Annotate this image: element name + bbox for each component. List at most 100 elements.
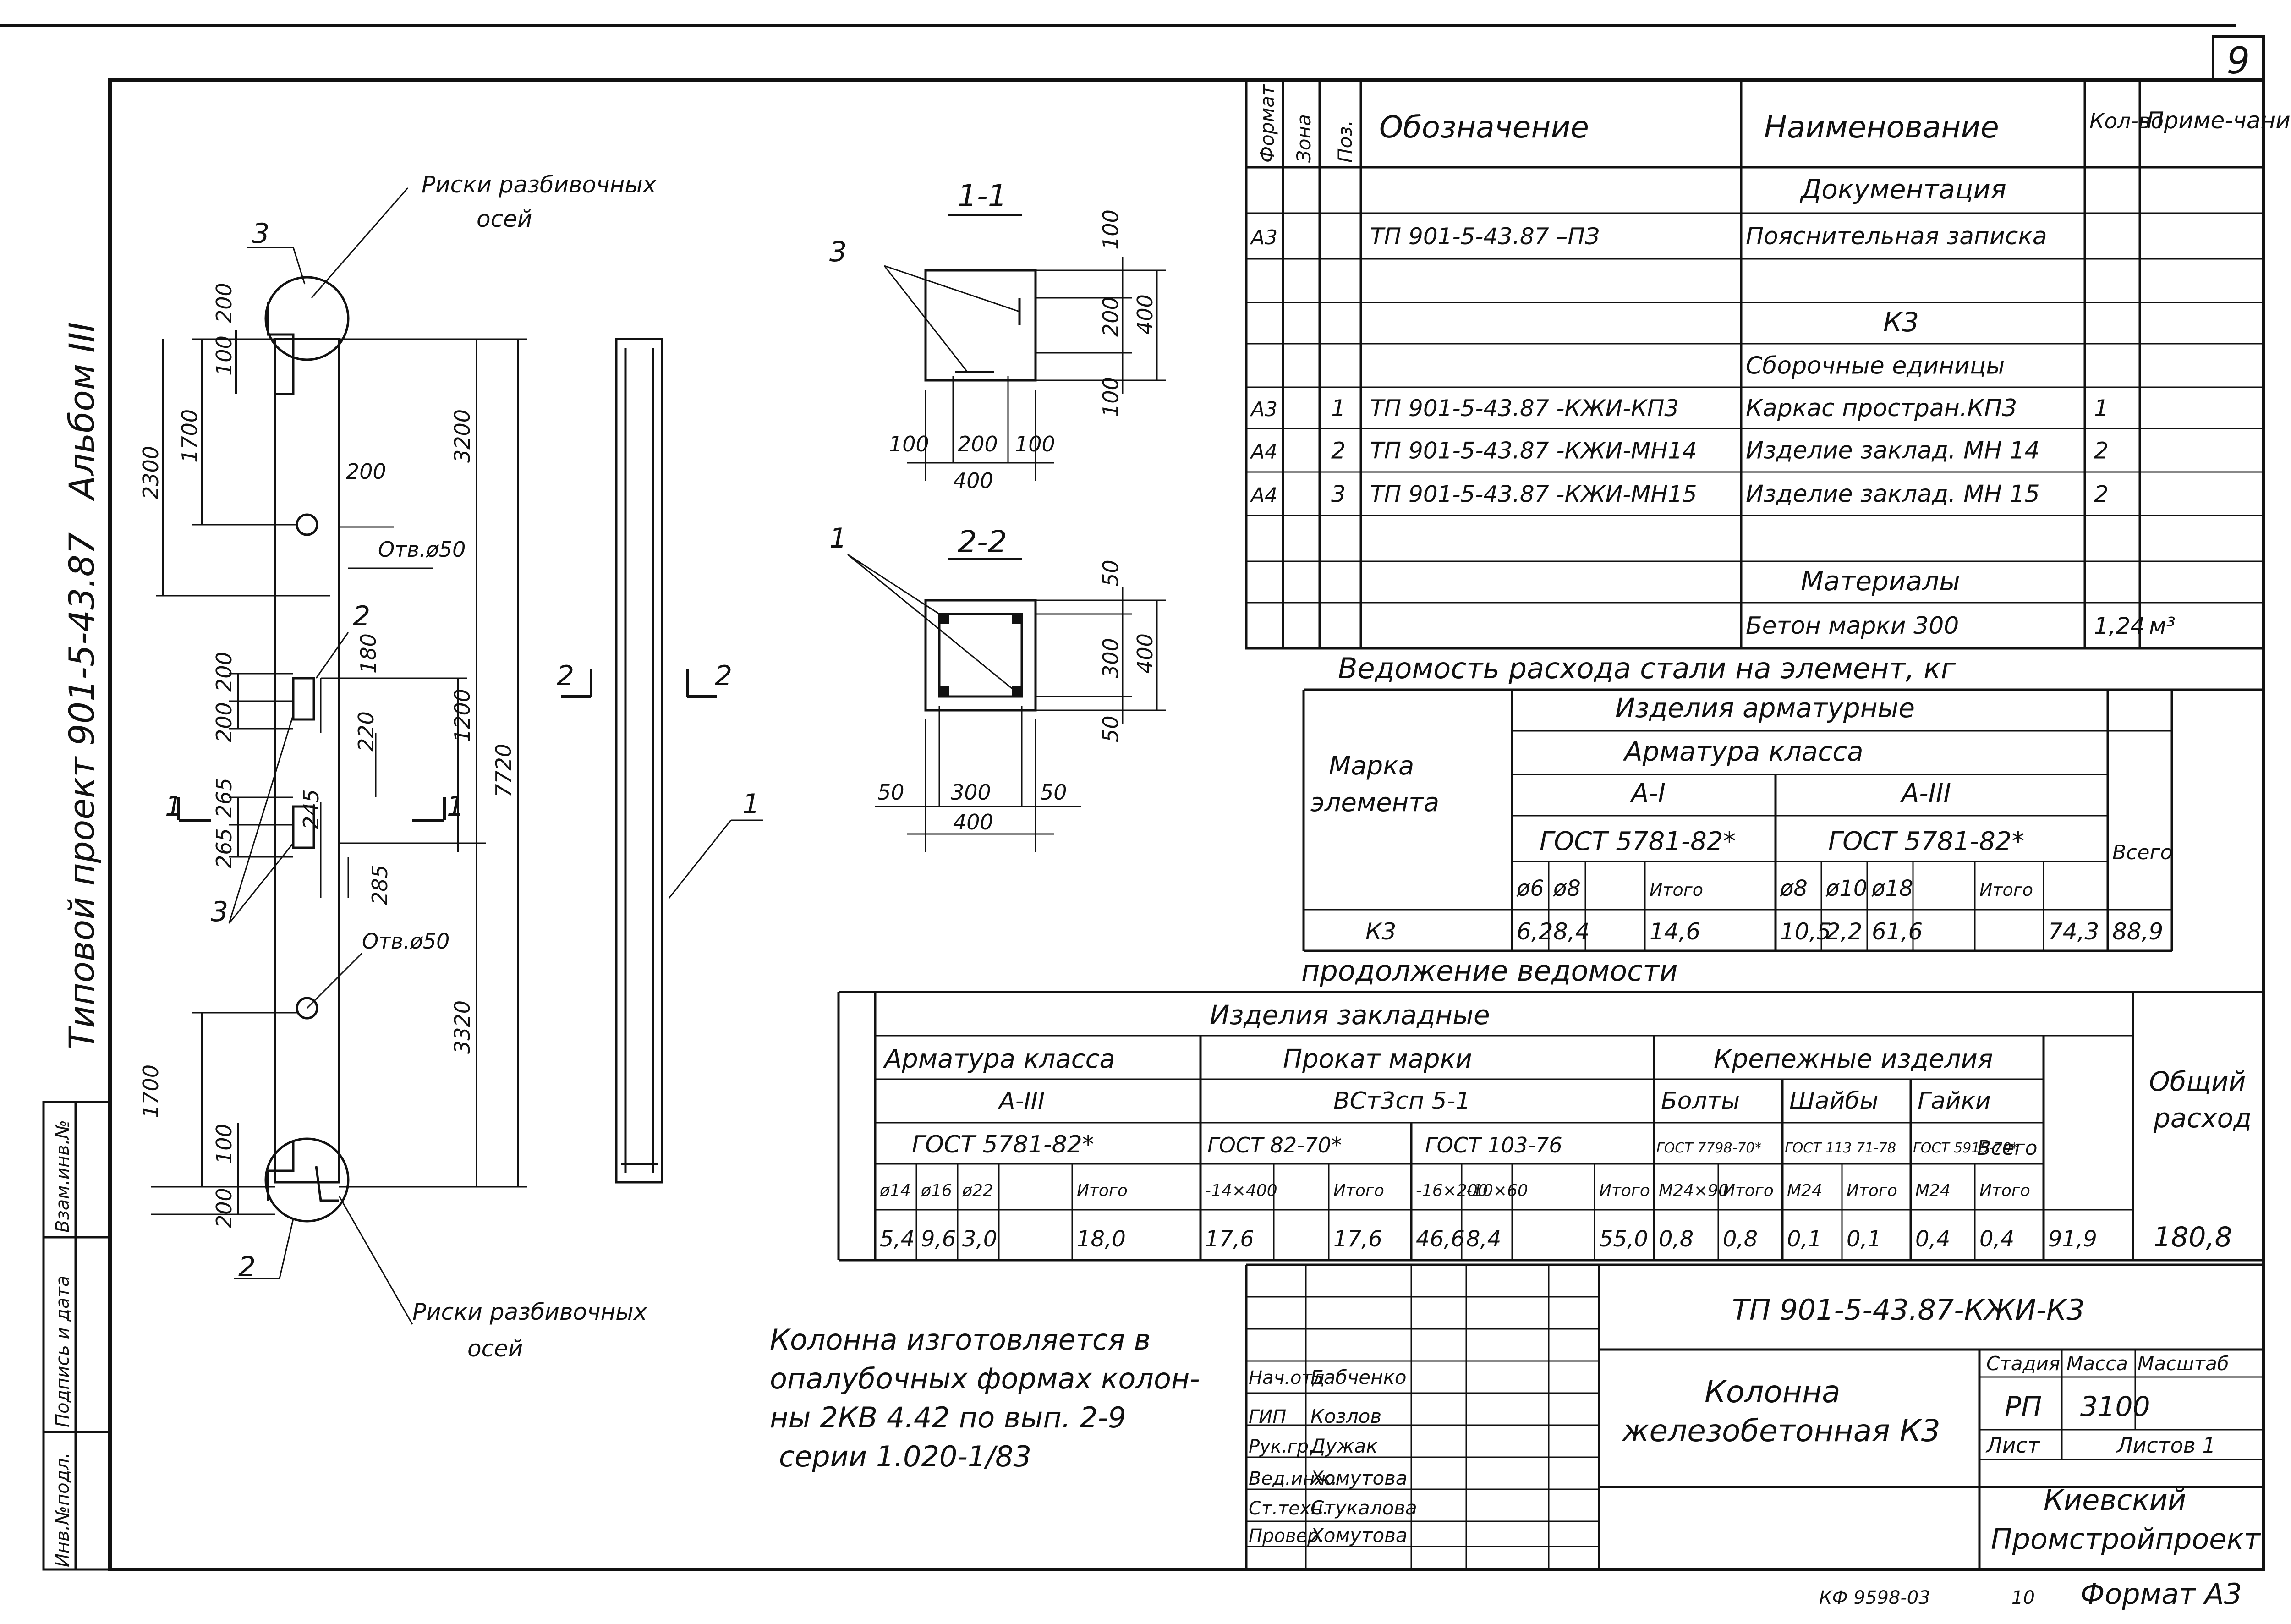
scale-header: Масштаб: [2138, 1352, 2229, 1375]
mark-3-mid: 3: [211, 896, 228, 928]
steel2-subheader: Итого: [1077, 1181, 1128, 1200]
svg-text:1200: 1200: [450, 689, 475, 742]
steel2-h-gaiki: Гайки: [1918, 1087, 1991, 1115]
steel2-cell: 55,0: [1599, 1226, 1648, 1252]
steel-h-items: Изделия арматурные: [1615, 692, 1915, 724]
footer-format: Формат А3: [2080, 1577, 2242, 1611]
signatory-role: Рук.гр.: [1249, 1436, 1315, 1457]
steel2-subheader: Итого: [1979, 1181, 2030, 1200]
section-2-2-title: 2-2: [958, 524, 1007, 560]
steel2-subheader: -14×400: [1205, 1181, 1277, 1200]
steel-subheader: ø8: [1553, 876, 1581, 901]
spec-name: Документация: [1799, 174, 2006, 205]
steel-subheader: ø6: [1516, 876, 1544, 901]
steel2-cell: 0,1: [1787, 1226, 1822, 1252]
org-name-1: Киевский: [2044, 1483, 2186, 1517]
steel2-h-aiii: А-III: [998, 1087, 1045, 1115]
section-2-2-bars: [939, 614, 1022, 697]
spec-format: А3: [1250, 226, 1277, 249]
stamp-inv: Инв.№подл.: [52, 1452, 73, 1567]
steel2-subheader: ø16: [921, 1181, 952, 1200]
stage-header: Стадия: [1986, 1352, 2060, 1375]
svg-text:265: 265: [212, 828, 236, 868]
section-mark-1-left: 1: [165, 790, 182, 823]
section-mark-2-right: 2: [715, 660, 732, 692]
hole-label-1: Отв.ø50: [378, 537, 466, 562]
section-1-1-mark: 3: [829, 236, 847, 268]
svg-text:100: 100: [1098, 209, 1123, 250]
spec-name: Пояснительная записка: [1746, 223, 2047, 250]
steel2-h-rebar: Арматура класса: [883, 1044, 1115, 1074]
steel-h-gost2: ГОСТ 5781-82*: [1828, 827, 2024, 856]
steel-table: [1302, 688, 2264, 952]
footer-kf: КФ 9598-03: [1819, 1587, 1930, 1608]
sheet-frame: [0, 24, 2265, 1571]
steel2-h-general-1: Общий: [2149, 1066, 2246, 1097]
svg-text:50: 50: [1098, 560, 1123, 587]
svg-text:200: 200: [1098, 296, 1123, 337]
axis-label-top-1: Риски разбивочных: [422, 171, 657, 198]
steel-h-mark-2: элемента: [1310, 788, 1439, 817]
svg-text:200: 200: [212, 1188, 236, 1228]
spec-name: Изделие заклад. МН 14: [1746, 437, 2040, 465]
signatory-name: Стукалова: [1310, 1497, 1417, 1519]
svg-text:200: 200: [212, 702, 236, 742]
spec-name: Каркас простран.КП3: [1746, 395, 2017, 422]
steel-h-total: Всего: [2112, 841, 2172, 864]
steel2-subheader: ø22: [962, 1181, 993, 1200]
spec-format: А3: [1250, 398, 1277, 421]
svg-text:300: 300: [1098, 638, 1123, 678]
steel2-h-gost-a: ГОСТ 5781-82*: [912, 1131, 1094, 1158]
svg-text:Зона: Зона: [1293, 114, 1315, 163]
steel-cell: 8,4: [1553, 918, 1590, 945]
mass-value: 3100: [2080, 1391, 2150, 1423]
signatory-role: ГИП: [1249, 1406, 1286, 1427]
signatory-role: Ст.техн.: [1249, 1498, 1328, 1519]
steel2-subheader: -16×200: [1416, 1181, 1488, 1200]
svg-text:3320: 3320: [450, 1000, 475, 1054]
section-2-2-mark: 1: [829, 522, 847, 554]
steel2-subheader: М24: [1787, 1181, 1822, 1200]
svg-text:1700: 1700: [138, 1064, 163, 1118]
steel2-h-vst: ВСт3сп 5-1: [1333, 1087, 1470, 1115]
section-1-1: [883, 214, 1166, 481]
column-elevation: [151, 187, 527, 1325]
steel2-cell: 3,0: [962, 1226, 997, 1252]
steel2-h-general-2: расход: [2153, 1103, 2252, 1134]
spec-format: А4: [1250, 484, 1277, 507]
signatory-name: Козлов: [1310, 1405, 1381, 1427]
section-mark-2-left: 2: [557, 660, 574, 692]
spec-designation: ТП 901-5-43.87 -КЖИ-МН14: [1370, 438, 1697, 464]
spec-note: м³: [2149, 613, 2176, 639]
spec-table: [1245, 79, 2265, 650]
svg-text:опалубочных формах колон-: опалубочных формах колон-: [770, 1362, 1200, 1395]
spec-name: Бетон марки 300: [1746, 612, 1959, 640]
steel2-subheader: Итого: [1333, 1181, 1384, 1200]
steel2-subheader: ø14: [879, 1181, 911, 1200]
svg-text:100: 100: [212, 335, 236, 376]
spec-quantity: 2: [2094, 481, 2109, 508]
steel-cell: 14,6: [1650, 918, 1700, 945]
spec-name: Изделие заклад. МН 15: [1746, 481, 2040, 508]
spec-name: Сборочные единицы: [1746, 352, 2005, 380]
svg-text:400: 400: [1133, 633, 1157, 674]
steel2-h-gost-e: ГОСТ 113 71-78: [1785, 1140, 1896, 1156]
steel2-title: продолжение ведомости: [1301, 954, 1678, 988]
steel2-cell: 17,6: [1205, 1226, 1254, 1252]
elevation-dims: 200 100 1700 2300 3200 200 200 200 180 2…: [138, 283, 516, 1228]
column-side-view: [561, 338, 763, 1184]
steel-subheader: ø10: [1825, 876, 1867, 901]
steel2-cell: 0,1: [1847, 1226, 1881, 1252]
steel-subheader: ø8: [1780, 876, 1808, 901]
svg-text:Кол-во: Кол-во: [2089, 109, 2164, 133]
steel2-h-total: Всего: [1977, 1136, 2037, 1160]
steel2-h-gost-d: ГОСТ 7798-70*: [1656, 1140, 1761, 1156]
svg-text:180: 180: [356, 633, 381, 674]
fabrication-note: Колонна изготовляется в опалубочных форм…: [770, 1323, 1200, 1473]
footer-num: 10: [2011, 1587, 2035, 1608]
signatory-name: Бабченко: [1310, 1366, 1407, 1388]
